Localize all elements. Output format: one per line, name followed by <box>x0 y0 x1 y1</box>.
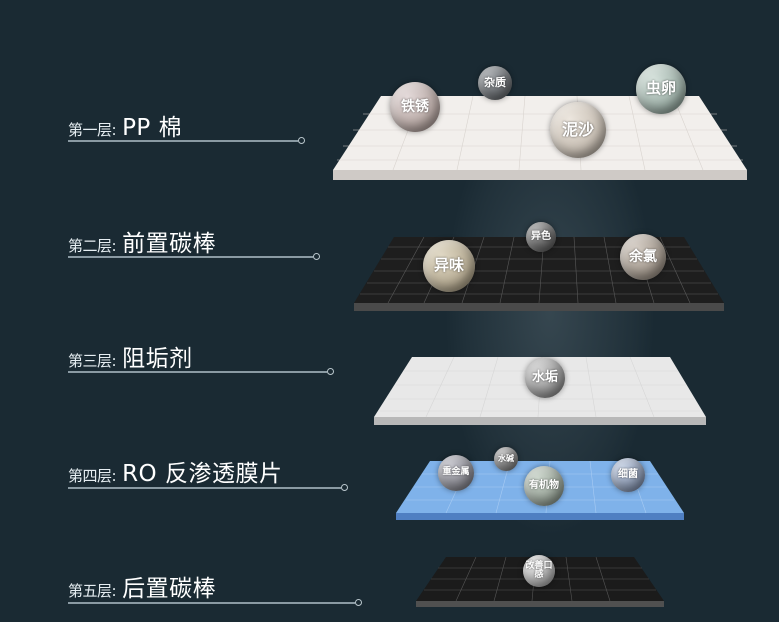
layer-5-prefix: 第五层: <box>68 582 117 600</box>
bubble-heavy-metals: 重金属 <box>438 455 474 491</box>
bubble-bacteria: 细菌 <box>611 458 645 492</box>
layer-4-name: RO 反渗透膜片 <box>122 461 283 487</box>
layer-1-name: PP 棉 <box>122 115 183 141</box>
layer-1-label: 第一层: PP 棉 <box>68 108 182 142</box>
layer-2-name: 前置碳棒 <box>122 231 217 257</box>
layer-3-label: 第三层: 阻垢剂 <box>68 339 193 373</box>
layer-2-connector-line <box>68 253 320 260</box>
layer-3-name: 阻垢剂 <box>122 346 193 372</box>
layer-1-connector-line <box>68 137 305 144</box>
layer-2-prefix: 第二层: <box>68 237 117 255</box>
bubble-impurities: 杂质 <box>478 66 512 100</box>
layer-5-connector-line <box>68 599 362 606</box>
bubble-odd-color: 异色 <box>526 222 556 252</box>
bubble-sediment: 泥沙 <box>550 102 606 158</box>
bubble-improve-taste: 改善口感 <box>523 555 555 587</box>
bubble-rust: 铁锈 <box>390 82 440 132</box>
bubble-insect-eggs: 虫卵 <box>636 64 686 114</box>
layer-1-prefix: 第一层: <box>68 121 117 139</box>
layer-4-prefix: 第四层: <box>68 467 117 485</box>
bubble-odor: 异味 <box>423 240 475 292</box>
layer-4-label: 第四层: RO 反渗透膜片 <box>68 454 282 488</box>
layer-3-connector-line <box>68 368 334 375</box>
layer-4-connector-line <box>68 484 348 491</box>
bubble-residual-chlorine: 余氯 <box>620 234 666 280</box>
layer-2-label: 第二层: 前置碳棒 <box>68 224 216 258</box>
bubble-scale: 水垢 <box>525 358 565 398</box>
bubble-organics: 有机物 <box>524 466 564 506</box>
layer-5-name: 后置碳棒 <box>122 576 217 602</box>
layer-3-prefix: 第三层: <box>68 352 117 370</box>
layer-5-label: 第五层: 后置碳棒 <box>68 569 216 603</box>
bubble-alkali: 水碱 <box>494 447 518 471</box>
